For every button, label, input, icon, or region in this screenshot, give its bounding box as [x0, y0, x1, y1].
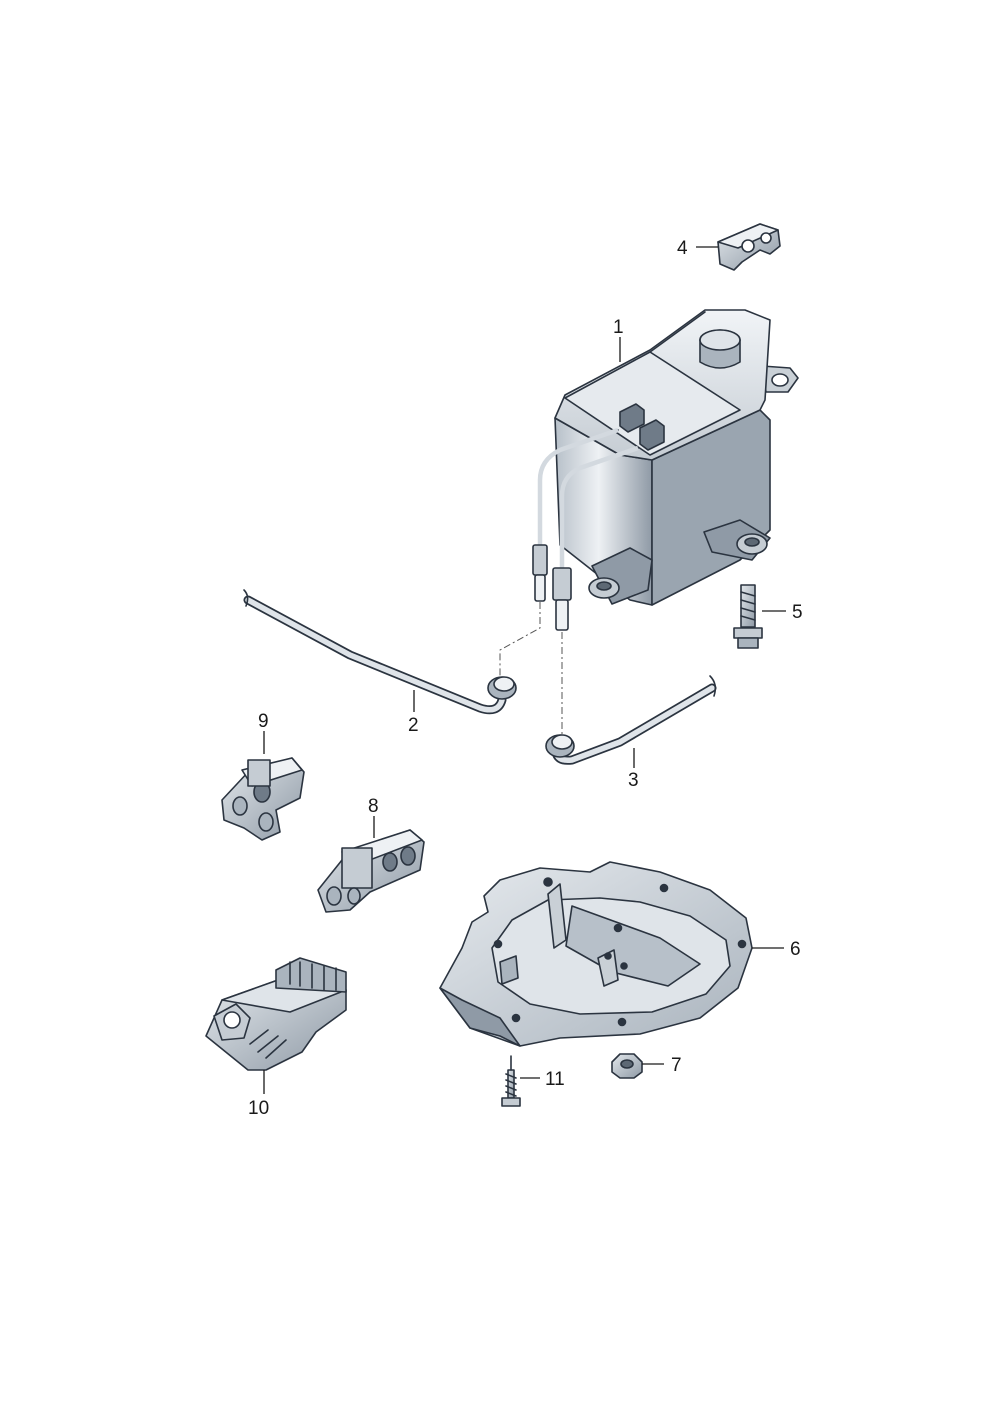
part-9-holder [221, 757, 305, 841]
part-1-reservoir [532, 309, 799, 631]
callout-5: 5 [792, 602, 803, 623]
callout-9: 9 [258, 711, 269, 732]
part-6-tray [439, 861, 753, 1047]
part-3-pipe [545, 675, 717, 765]
callout-1: 1 [613, 317, 624, 338]
callout-labels: 1 2 3 4 5 6 7 8 9 10 11 [248, 238, 803, 1119]
part-7-nut [611, 1053, 643, 1079]
part-10-bracket [205, 957, 347, 1071]
part-2-pipe [243, 589, 517, 715]
callout-10: 10 [248, 1098, 269, 1119]
callout-8: 8 [368, 796, 379, 817]
callout-7: 7 [671, 1055, 682, 1076]
alignment-line-pipe-2 [499, 602, 541, 676]
callout-11: 11 [545, 1069, 565, 1090]
part-11-screw [501, 1055, 521, 1107]
leader-lines [263, 246, 786, 1094]
callout-4: 4 [677, 238, 688, 259]
part-8-holder [317, 829, 425, 913]
part-4-pipe-clip [717, 223, 781, 271]
callout-6: 6 [790, 939, 801, 960]
callout-3: 3 [628, 770, 639, 791]
part-5-bolt [733, 584, 763, 649]
callout-2: 2 [408, 715, 419, 736]
